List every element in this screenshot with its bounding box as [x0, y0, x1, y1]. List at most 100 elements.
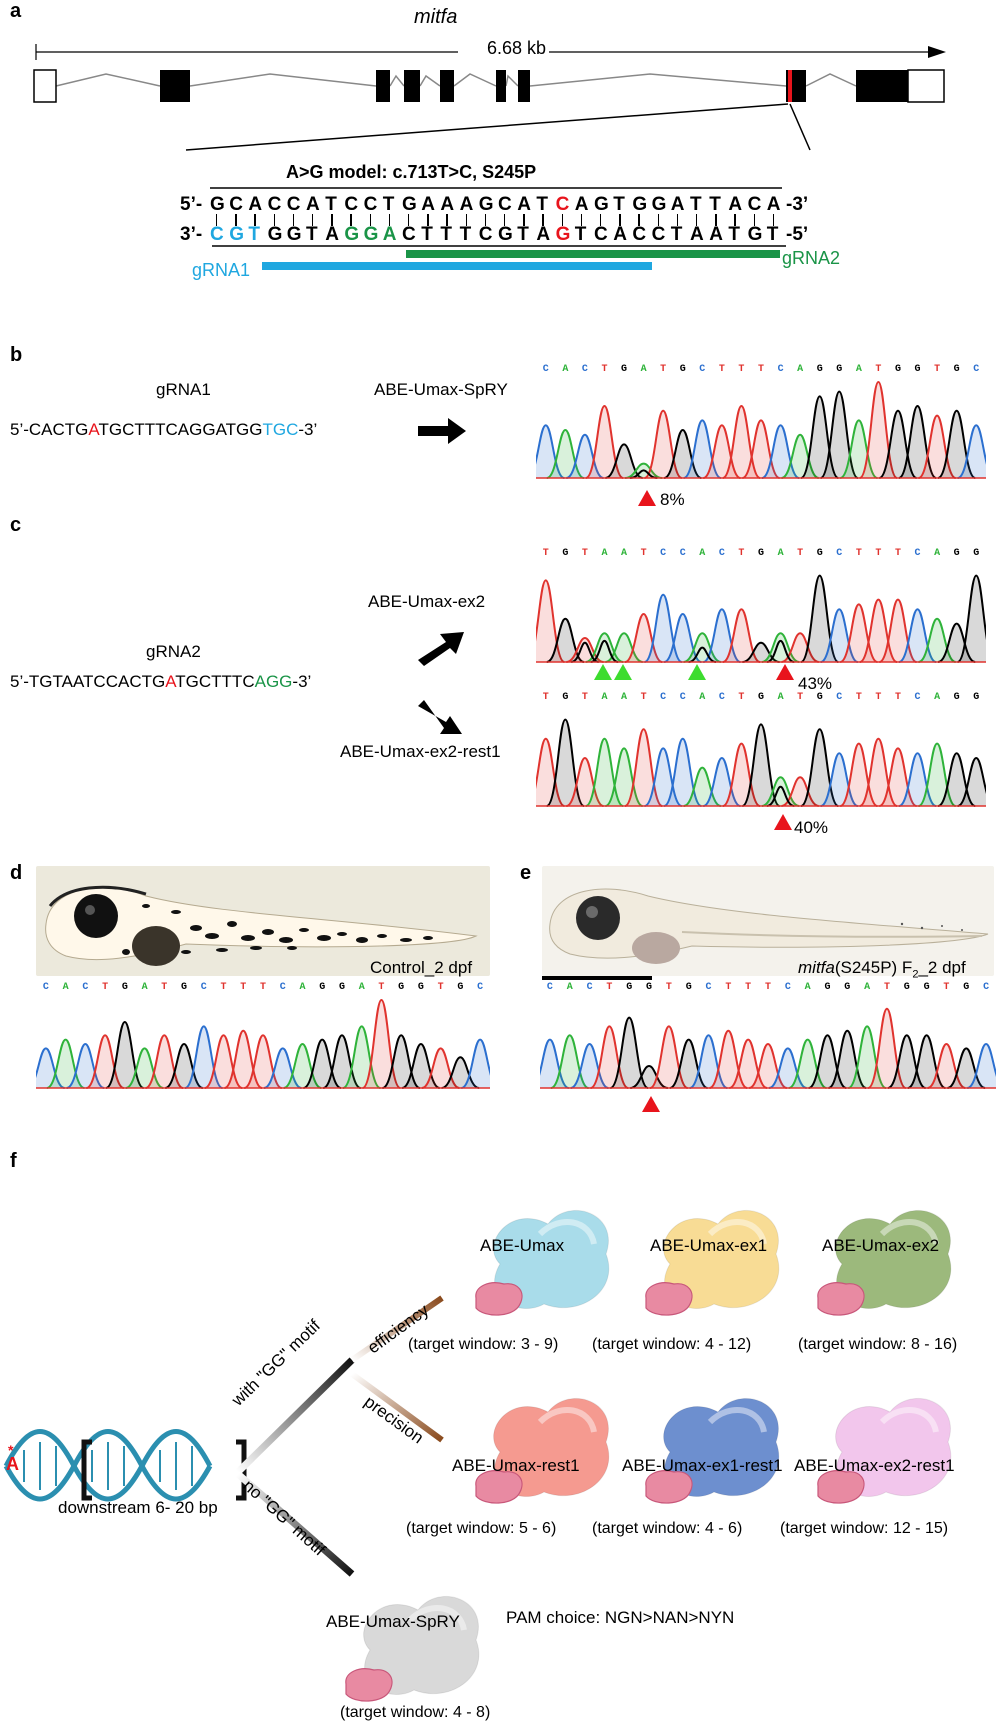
- trace-peak: [663, 428, 702, 479]
- trace-peak: [546, 617, 585, 663]
- trace-peak: [36, 1047, 66, 1089]
- nucleotide: C: [555, 194, 570, 215]
- base-call: T: [797, 548, 804, 559]
- base-pair-tick: [619, 214, 621, 226]
- nucleotide: C: [267, 194, 282, 215]
- model-title: A>G model: c.713T>C, S245P: [286, 162, 537, 182]
- base-call: T: [437, 982, 444, 993]
- base-pair-tick: [427, 214, 429, 226]
- base-call: G: [953, 548, 960, 559]
- editor-name: ABE-Umax-ex2-rest1: [794, 1456, 955, 1475]
- deaminase-domain: [345, 1668, 393, 1702]
- trace-peak: [702, 756, 741, 807]
- editor-name: ABE-Umax-SpRY: [326, 1612, 460, 1631]
- right-arrow-icon: [418, 418, 466, 444]
- nucleotide: C: [478, 224, 493, 245]
- trace-plot: [540, 1007, 996, 1089]
- base-call: T: [855, 692, 862, 703]
- panel-c-grna-sequence: 5’-TGTAATCCACTGATGCTTTCAGG-3’: [10, 672, 312, 691]
- protein-highlight: [707, 1406, 767, 1433]
- base-call: A: [797, 364, 804, 375]
- nucleotide: C: [498, 194, 512, 215]
- protein-highlight: [407, 1604, 467, 1631]
- trace-plot: [536, 574, 986, 663]
- trace-peak: [536, 737, 565, 807]
- trace-peak: [609, 1016, 649, 1089]
- base-call: C: [42, 982, 49, 993]
- base-call: T: [542, 692, 549, 703]
- trace-peak: [85, 1034, 125, 1089]
- nucleotide: A: [613, 224, 627, 245]
- nucleotide: C: [229, 194, 243, 215]
- base-call: C: [914, 692, 921, 703]
- base-call: G: [953, 692, 960, 703]
- nucleotide: C: [286, 194, 301, 215]
- nucleotide: C: [344, 194, 359, 215]
- panel-d-label: d: [10, 862, 23, 884]
- nucleotide: G: [747, 224, 763, 245]
- trace-peak: [164, 1042, 204, 1089]
- nucleotide: A: [440, 194, 455, 215]
- base-call: C: [200, 982, 207, 993]
- trace-peak: [957, 424, 986, 479]
- trace-peak: [441, 1056, 480, 1089]
- trace-peak: [847, 1025, 887, 1089]
- nucleotide: T: [517, 224, 529, 245]
- base-call: T: [606, 982, 613, 993]
- trace-peak: [361, 998, 402, 1089]
- trace-peak: [956, 574, 986, 663]
- trace-peak: [570, 1042, 609, 1089]
- base-call: G: [816, 548, 823, 559]
- nucleotide: C: [210, 224, 224, 245]
- editor-name: ABE-Umax-rest1: [452, 1456, 580, 1475]
- panel-b-efficiency: 8%: [660, 490, 685, 509]
- base-call: C: [660, 692, 667, 703]
- base-call: T: [161, 982, 168, 993]
- base-pair-tick: [465, 214, 467, 226]
- pam-choice: PAM choice: NGN>NAN>NYN: [506, 1608, 735, 1627]
- base-call: T: [660, 364, 667, 375]
- base-call: G: [824, 982, 831, 993]
- base-call: T: [581, 548, 588, 559]
- protein-highlight: [537, 1406, 597, 1433]
- adenine-mark: *A: [6, 1442, 19, 1474]
- base-call: T: [725, 982, 732, 993]
- nucleotide: G: [229, 224, 244, 245]
- trace-peak: [125, 1047, 164, 1089]
- nucleotide: A: [459, 194, 474, 215]
- base-pair-tick: [216, 214, 218, 226]
- deaminase-domain: [645, 1470, 693, 1504]
- trace-peak: [536, 424, 565, 479]
- base-call: G: [758, 548, 765, 559]
- nucleotide: T: [382, 194, 395, 215]
- nucleotide: A: [670, 194, 685, 215]
- nucleotide: T: [306, 224, 318, 245]
- base-pair-tick: [484, 214, 487, 226]
- panel-e-label: e: [520, 862, 532, 884]
- base-call: G: [679, 364, 686, 375]
- base-pair-tick: [523, 214, 525, 226]
- nucleotide: A: [709, 224, 723, 245]
- nucleotide: A: [690, 224, 704, 245]
- base-call: G: [914, 364, 921, 375]
- base-call: T: [745, 982, 752, 993]
- trace-peak: [604, 747, 644, 807]
- nucleotide: G: [555, 224, 571, 245]
- minor-peak: [629, 469, 658, 479]
- base-call: T: [894, 548, 901, 559]
- trace-peak: [683, 766, 722, 807]
- panel-b-editor: ABE-Umax-SpRY: [374, 380, 508, 399]
- base-call: C: [82, 982, 89, 993]
- up-right-arrow-icon: [418, 632, 464, 666]
- base-call: C: [836, 692, 843, 703]
- base-call: G: [626, 982, 633, 993]
- editor-protein-blob: [817, 1209, 952, 1316]
- base-call: G: [953, 364, 960, 375]
- base-call: G: [398, 982, 405, 993]
- base-call: T: [240, 982, 247, 993]
- trace-peak: [937, 622, 976, 663]
- edit-site-marker-c2: [774, 814, 792, 830]
- editor-name: ABE-Umax-ex2: [822, 1236, 940, 1255]
